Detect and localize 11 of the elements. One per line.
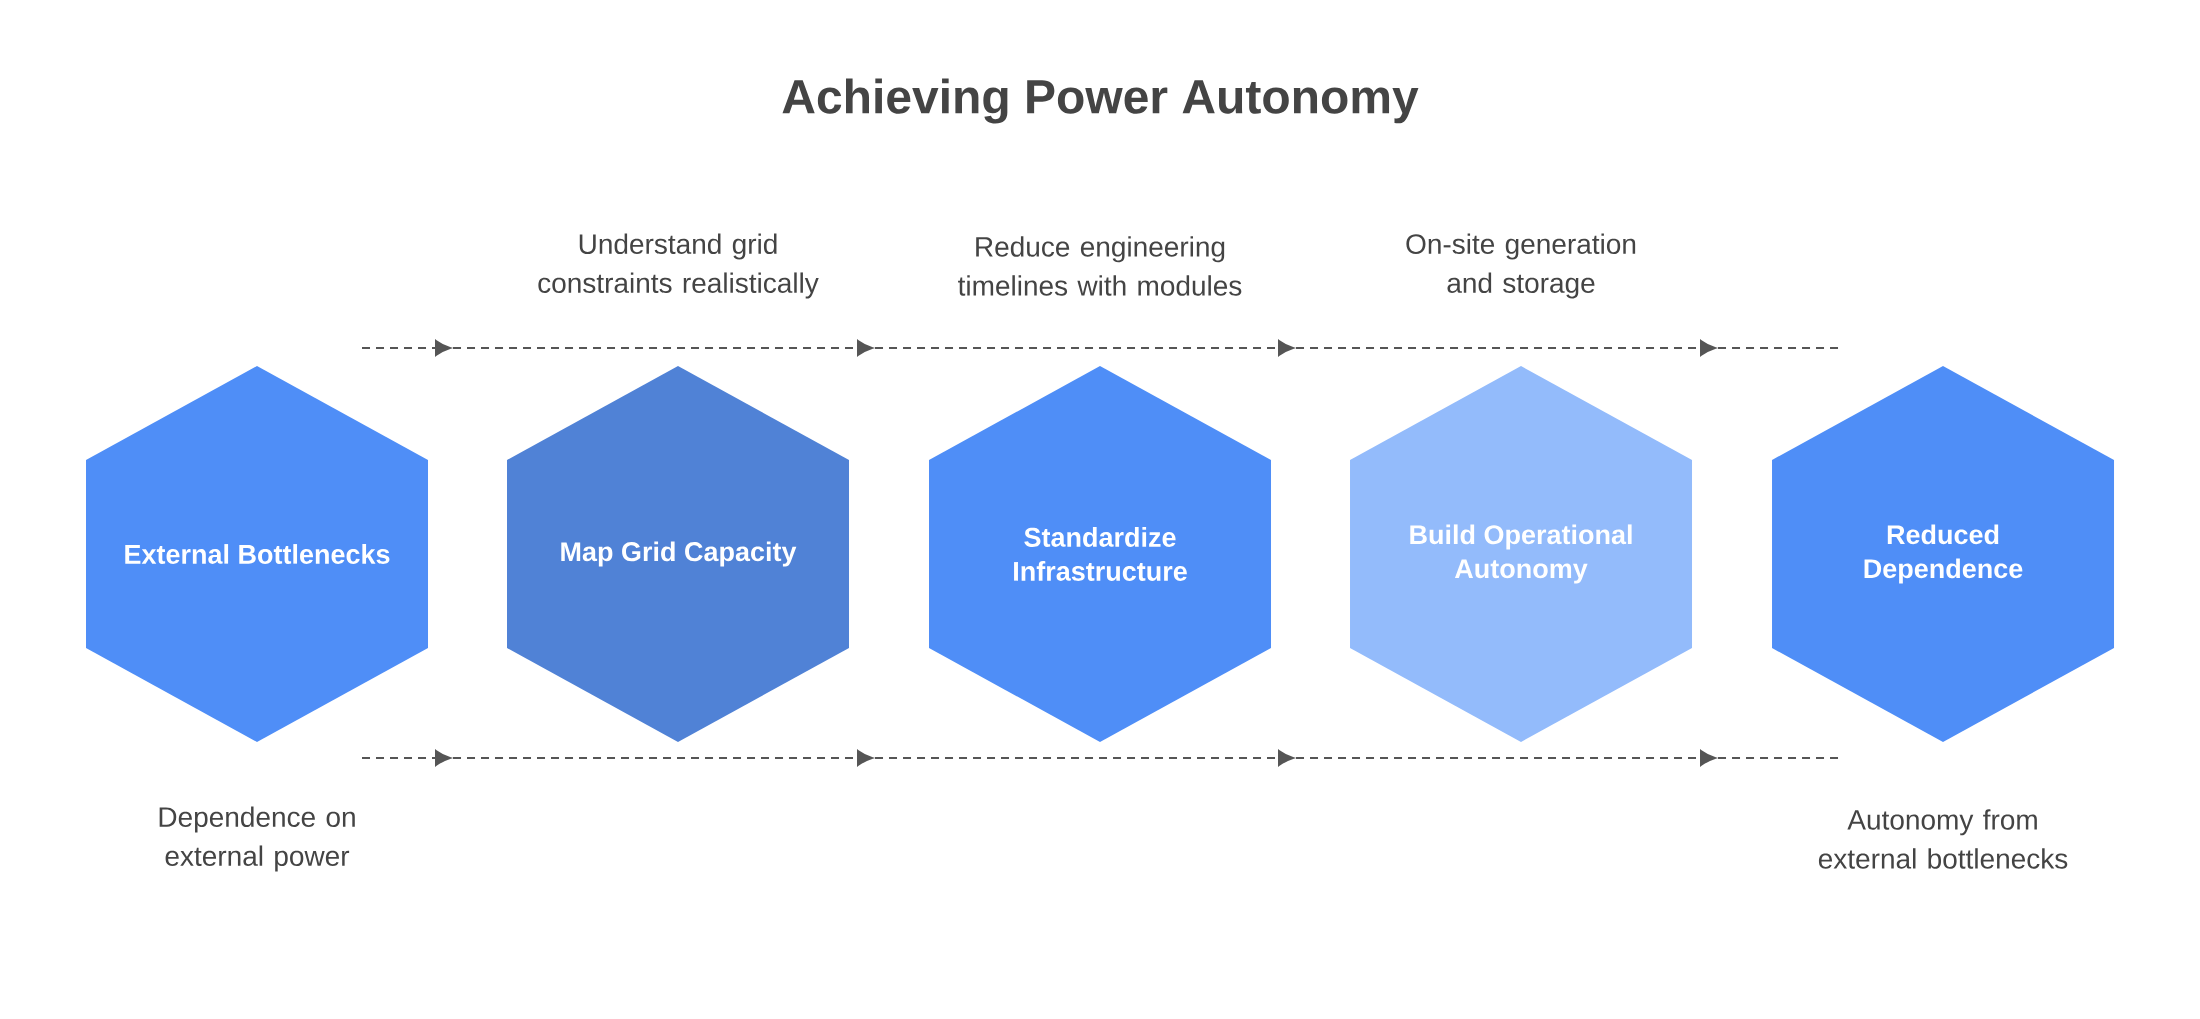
- hexagon: Standardize Infrastructure: [929, 366, 1271, 742]
- step-note: Reduce engineering timelines with modules: [958, 236, 1242, 296]
- hexagon: Map Grid Capacity: [507, 366, 849, 742]
- step-note: Autonomy from external bottlenecks: [1818, 809, 2068, 869]
- hexagon: External Bottlenecks: [86, 366, 428, 742]
- step-note: Understand grid constraints realistically: [538, 233, 819, 299]
- hexagon: Build Operational Autonomy: [1350, 366, 1692, 742]
- title: Achieving Power Autonomy: [782, 78, 1419, 124]
- step-note: Dependence on external power: [159, 806, 355, 872]
- step-note: On-site generation and storage: [1406, 233, 1636, 299]
- hexagon: Reduced Dependence: [1772, 366, 2114, 742]
